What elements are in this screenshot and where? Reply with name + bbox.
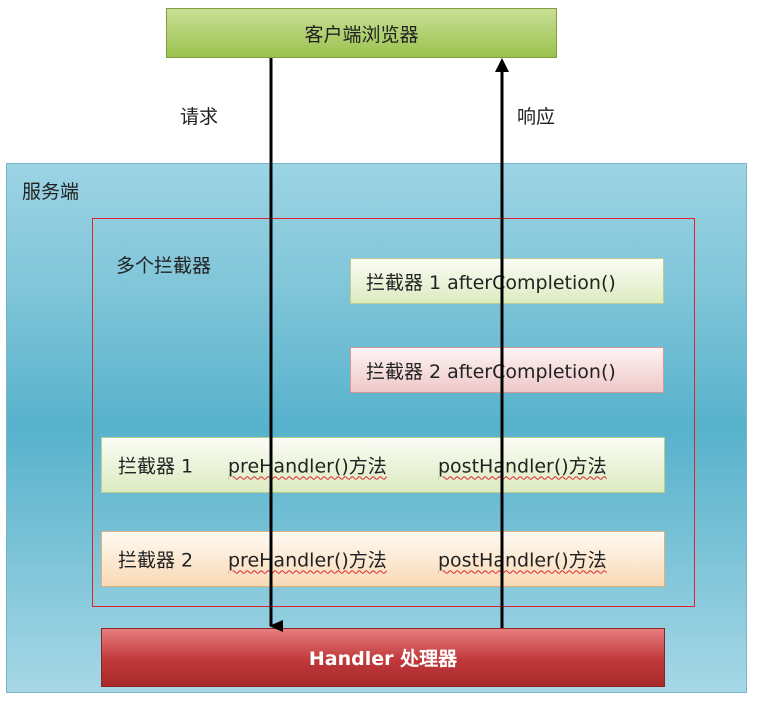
handler-box: Handler 处理器 bbox=[101, 628, 665, 687]
handler-label: Handler 处理器 bbox=[308, 648, 458, 670]
interceptor-2-after-completion-label: 拦截器 2 afterCompletion() bbox=[366, 360, 616, 383]
server-label: 服务端 bbox=[22, 181, 80, 203]
request-label: 请求 bbox=[180, 106, 219, 128]
interceptor-2-handler-row: 拦截器 2 preHandler()方法 postHandler()方法 bbox=[101, 531, 665, 587]
client-browser-box: 客户端浏览器 bbox=[166, 8, 557, 58]
response-arrowhead bbox=[495, 58, 509, 72]
interceptor-1-handler-row: 拦截器 1 preHandler()方法 postHandler()方法 bbox=[101, 437, 665, 493]
client-browser-label: 客户端浏览器 bbox=[304, 23, 419, 46]
server-area bbox=[6, 163, 747, 693]
interceptor-group bbox=[92, 218, 695, 607]
interceptor-2-after-completion-box: 拦截器 2 afterCompletion() bbox=[350, 347, 664, 393]
response-label: 响应 bbox=[517, 106, 556, 128]
interceptor-1-after-completion-label: 拦截器 1 afterCompletion() bbox=[366, 271, 616, 294]
interceptor-1-after-completion-box: 拦截器 1 afterCompletion() bbox=[350, 258, 664, 304]
interceptor-1-pre-handler: preHandler()方法 bbox=[228, 455, 387, 478]
interceptor-1-name: 拦截器 1 bbox=[118, 455, 194, 478]
interceptor-2-name: 拦截器 2 bbox=[118, 549, 194, 572]
interceptor-1-post-handler: postHandler()方法 bbox=[438, 455, 607, 478]
interceptor-group-label: 多个拦截器 bbox=[116, 255, 212, 277]
interceptor-2-pre-handler: preHandler()方法 bbox=[228, 549, 387, 572]
interceptor-2-post-handler: postHandler()方法 bbox=[438, 549, 607, 572]
